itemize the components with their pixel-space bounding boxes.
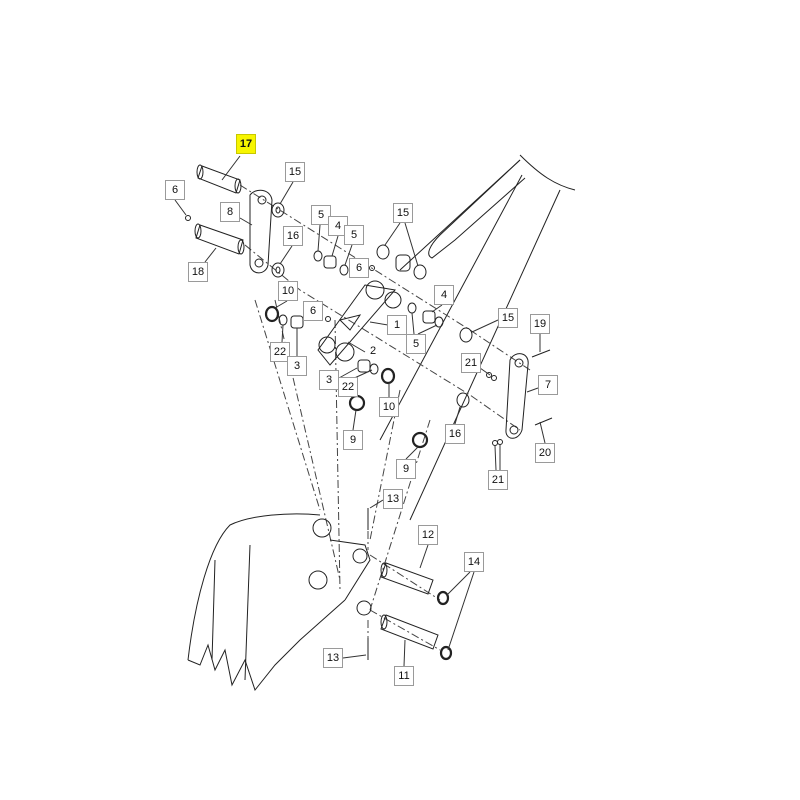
link-8 <box>249 189 273 274</box>
washers <box>271 202 473 408</box>
callout-11[interactable]: 11 <box>394 666 414 686</box>
callout-16[interactable]: 16 <box>283 226 303 246</box>
arm-outline <box>379 154 576 521</box>
callout-9[interactable]: 9 <box>343 430 363 450</box>
pin-18 <box>194 223 245 255</box>
callout-6[interactable]: 6 <box>303 301 323 321</box>
callout-19[interactable]: 19 <box>530 314 550 334</box>
callout-9[interactable]: 9 <box>396 459 416 479</box>
callout-21[interactable]: 21 <box>488 470 508 490</box>
callout-2[interactable]: 2 <box>369 345 377 357</box>
callout-15[interactable]: 15 <box>285 162 305 182</box>
callout-7[interactable]: 7 <box>538 375 558 395</box>
callout-5[interactable]: 5 <box>311 205 331 225</box>
callout-13[interactable]: 13 <box>383 489 403 509</box>
bushings <box>290 254 436 373</box>
callout-12[interactable]: 12 <box>418 525 438 545</box>
callout-6[interactable]: 6 <box>349 258 369 278</box>
callout-3[interactable]: 3 <box>319 370 339 390</box>
callout-22[interactable]: 22 <box>338 377 358 397</box>
bolts <box>185 215 553 660</box>
callout-14[interactable]: 14 <box>464 552 484 572</box>
pin-17 <box>196 164 242 194</box>
callout-5[interactable]: 5 <box>406 334 426 354</box>
link-7 <box>505 353 529 439</box>
callout-15[interactable]: 15 <box>393 203 413 223</box>
callout-22[interactable]: 22 <box>270 342 290 362</box>
callout-16[interactable]: 16 <box>445 424 465 444</box>
callout-17[interactable]: 17 <box>236 134 256 154</box>
callout-10[interactable]: 10 <box>379 397 399 417</box>
callout-5[interactable]: 5 <box>344 225 364 245</box>
link-1 <box>317 280 402 366</box>
callout-6[interactable]: 6 <box>165 180 185 200</box>
leader-lines <box>174 155 546 667</box>
callout-18[interactable]: 18 <box>188 262 208 282</box>
callout-21[interactable]: 21 <box>461 353 481 373</box>
callout-8[interactable]: 8 <box>220 202 240 222</box>
callout-3[interactable]: 3 <box>287 356 307 376</box>
pin-11 <box>380 614 439 650</box>
snap-rings <box>264 305 453 661</box>
guide-lines <box>239 184 531 651</box>
pin-12 <box>380 562 434 595</box>
callout-15[interactable]: 15 <box>498 308 518 328</box>
callout-4[interactable]: 4 <box>434 285 454 305</box>
bucket-outline <box>187 513 372 692</box>
callout-20[interactable]: 20 <box>535 443 555 463</box>
callout-10[interactable]: 10 <box>278 281 298 301</box>
callout-1[interactable]: 1 <box>387 315 407 335</box>
callout-13[interactable]: 13 <box>323 648 343 668</box>
